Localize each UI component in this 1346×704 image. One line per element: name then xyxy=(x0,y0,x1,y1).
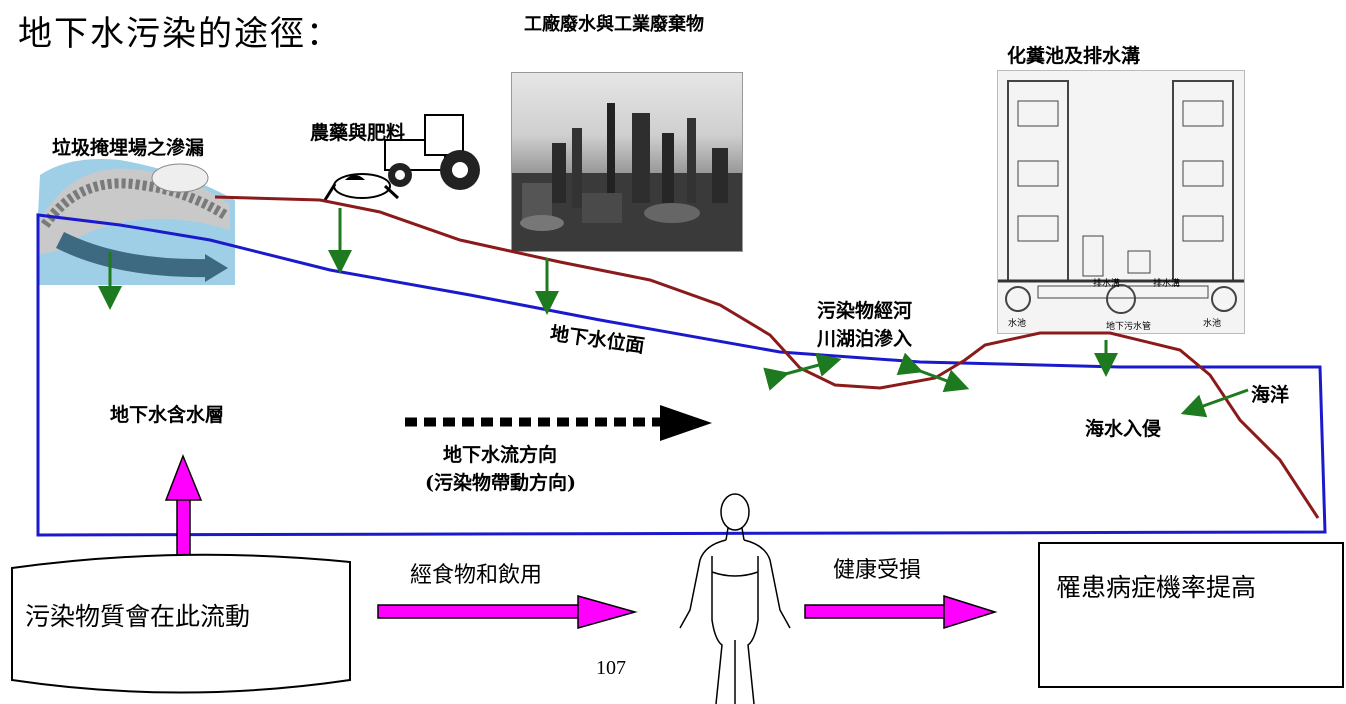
cow-icon xyxy=(323,173,400,201)
seawater-intrusion-label: 海水入侵 xyxy=(1085,418,1162,440)
pathway-arrow-up xyxy=(164,453,203,561)
drain-left-label: 排水溝 xyxy=(1093,279,1121,289)
contaminant-path-line xyxy=(214,195,1320,519)
seawater-intrusion-arrow xyxy=(1180,388,1249,418)
septic-label: 化糞池及排水溝 xyxy=(1007,45,1141,67)
tractor-icon xyxy=(384,114,480,190)
flow-direction-sub-label: (污染物帶動方向) xyxy=(425,472,576,494)
aquifer-boundary xyxy=(36,213,1327,537)
health-damage-label: 健康受損 xyxy=(833,558,922,583)
river-exchange-arrow-left xyxy=(763,353,842,391)
agriculture-label: 農藥與肥料 xyxy=(310,122,406,144)
page-title: 地下水污染的途徑： xyxy=(18,14,342,54)
water-right-label: 水池 xyxy=(1203,319,1222,329)
landfill-label: 垃圾掩埋場之滲漏 xyxy=(52,137,205,159)
pathway-arrow-food xyxy=(377,595,638,629)
water-left-label: 水池 xyxy=(1008,319,1027,329)
pollutant-box-text: 污染物質會在此流動 xyxy=(25,602,251,631)
via-food-label: 經食物和飲用 xyxy=(410,563,543,588)
human-figure-icon xyxy=(679,493,791,704)
page-number: 107 xyxy=(596,657,626,679)
pollutant-box-shape xyxy=(11,553,351,694)
landfill-illustration xyxy=(38,159,235,285)
river-label-line1: 污染物經河 xyxy=(817,300,913,322)
pathway-arrow-health xyxy=(804,594,998,630)
factory-label: 工廠廢水與工業廢棄物 xyxy=(524,14,704,35)
river-label-line2: 川湖泊滲入 xyxy=(817,328,913,350)
drain-right-label: 排水溝 xyxy=(1153,279,1181,289)
septic-building-illustration: 排水溝 排水溝 水池 水池 地下污水管 xyxy=(997,70,1245,334)
sewer-label: 地下污水管 xyxy=(1106,322,1152,332)
aquifer-label: 地下水含水層 xyxy=(110,404,225,426)
result-box-text: 罹患病症機率提高 xyxy=(1056,573,1257,602)
flow-direction-arrowhead xyxy=(660,405,712,441)
factory-photo xyxy=(511,72,743,252)
buildings-drawing xyxy=(998,80,1244,314)
result-box: 罹患病症機率提高 xyxy=(1038,542,1344,688)
factory-silhouette xyxy=(512,103,742,251)
flow-direction-label: 地下水流方向 xyxy=(443,444,558,466)
ocean-label: 海洋 xyxy=(1251,384,1290,406)
river-exchange-arrow-right xyxy=(896,352,970,393)
